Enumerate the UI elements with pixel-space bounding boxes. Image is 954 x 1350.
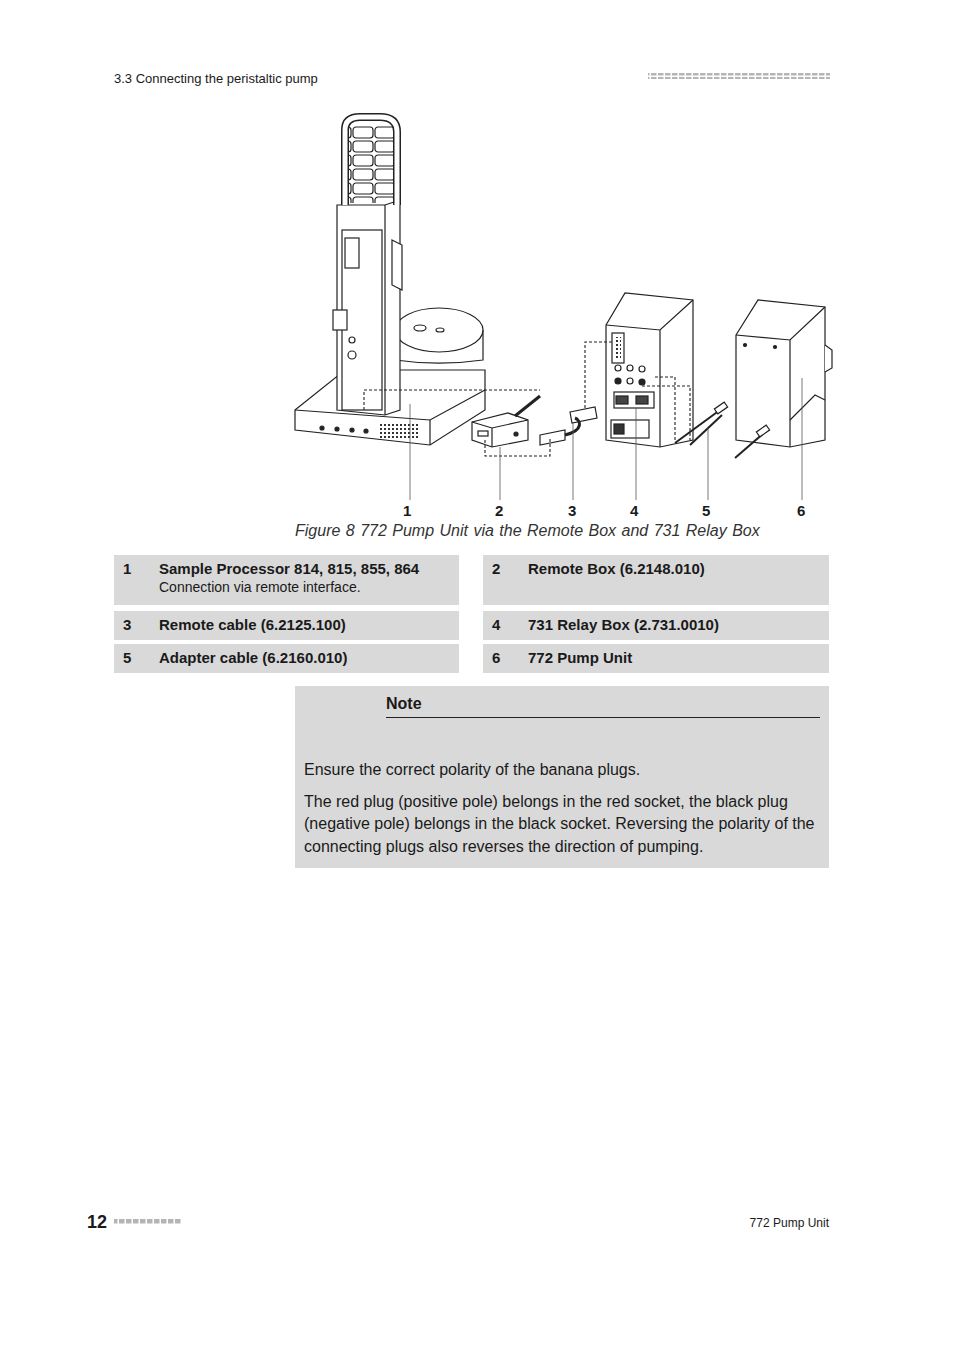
leader-lines [410,378,802,500]
note-heading: Note [386,694,820,718]
callout-number: 3 [568,502,576,519]
footer-title: 772 Pump Unit [750,1216,829,1230]
legend-table-cell: 1 Sample Processor 814, 815, 855, 864Conn… [114,555,459,605]
item-name: Remote cable (6.2125.100) [159,616,451,634]
callout-number: 5 [702,502,710,519]
callout-number: 6 [797,502,805,519]
section-header: 3.3 Connecting the peristaltic pump [114,71,318,86]
legend-table-cell: 2 Remote Box (6.2148.010) [483,555,829,605]
item-name: Adapter cable (6.2160.010) [159,649,451,667]
item-name: 731 Relay Box (2.731.0010) [528,616,821,634]
note-box: NoteEnsure the correct polarity of the b… [295,686,829,868]
item-description: 772 Pump Unit [528,644,829,673]
footer-dots [114,1219,182,1225]
callout-number: 1 [403,502,411,519]
item-description: Remote Box (6.2148.010) [528,555,829,584]
header-dots [648,73,830,79]
figure-illustration [295,117,832,458]
figure-caption: Figure 8 772 Pump Unit via the Remote Bo… [295,522,760,540]
item-number: 6 [492,649,500,666]
page-number: 12 [87,1212,107,1233]
item-name: Sample Processor 814, 815, 855, 864 [159,560,451,578]
item-description: Sample Processor 814, 815, 855, 864Conne… [159,555,459,603]
legend-table-cell: 3 Remote cable (6.2125.100) [114,611,459,640]
item-number: 5 [123,649,131,666]
legend-table-cell: 5 Adapter cable (6.2160.010) [114,644,459,673]
legend-table-cell: 6 772 Pump Unit [483,644,829,673]
item-number: 4 [492,616,500,633]
note-paragraph: Ensure the correct polarity of the banan… [304,759,820,782]
item-description: Adapter cable (6.2160.010) [159,644,459,673]
item-name: Remote Box (6.2148.010) [528,560,821,578]
callout-number: 4 [630,502,638,519]
legend-table-cell: 4 731 Relay Box (2.731.0010) [483,611,829,640]
item-description: Remote cable (6.2125.100) [159,611,459,640]
item-name: 772 Pump Unit [528,649,821,667]
item-number: 1 [123,560,131,577]
item-detail: Connection via remote interface. [159,578,451,597]
note-paragraph: The red plug (positive pole) belongs in … [304,791,820,859]
callout-number: 2 [495,502,503,519]
wiring-dashed [364,342,690,456]
item-number: 3 [123,616,131,633]
item-number: 2 [492,560,500,577]
item-description: 731 Relay Box (2.731.0010) [528,611,829,640]
